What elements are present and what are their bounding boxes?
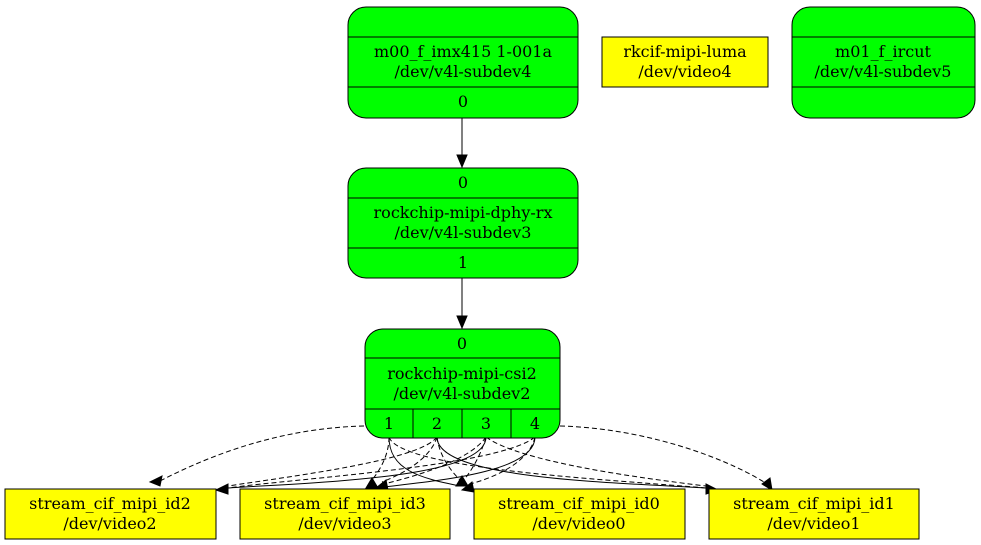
node-ircut-device: /dev/v4l-subdev5 [815, 62, 952, 81]
node-mipi-luma-name: rkcif-mipi-luma [623, 42, 747, 61]
node-stream-id0[interactable]: stream_cif_mipi_id0 /dev/video0 [473, 488, 686, 540]
edge-pad4-to-id0 [469, 436, 536, 485]
arrowhead-icon [456, 154, 468, 169]
node-csi2-device: /dev/v4l-subdev2 [394, 384, 531, 403]
node-imx415[interactable]: m00_f_imx415 1-001a /dev/v4l-subdev4 0 [347, 6, 579, 119]
edge-pad1-to-id0 [388, 436, 461, 487]
edge-pad1-to-id2 [157, 425, 365, 483]
node-dphy-rx-pad-in[interactable]: 0 [458, 173, 468, 192]
edge-pad3-to-id3 [383, 436, 487, 485]
edge-pad2-to-id1 [436, 436, 707, 489]
node-dphy-rx-name: rockchip-mipi-dphy-rx [374, 203, 553, 222]
node-stream-id2-name: stream_cif_mipi_id2 [29, 494, 191, 513]
node-stream-id2[interactable]: stream_cif_mipi_id2 /dev/video2 [4, 488, 217, 540]
edge-pad2-to-id2 [227, 436, 438, 487]
edge-pad2-to-id3 [381, 436, 438, 483]
node-stream-id3[interactable]: stream_cif_mipi_id3 /dev/video3 [239, 488, 451, 540]
edge-pad3-to-id2 [227, 436, 487, 489]
node-dphy-rx[interactable]: 0 rockchip-mipi-dphy-rx /dev/v4l-subdev3… [347, 167, 579, 279]
arrowhead-icon [148, 475, 163, 487]
arrowhead-icon [761, 477, 773, 491]
edge-pad4-to-id1 [559, 425, 765, 483]
node-stream-id3-name: stream_cif_mipi_id3 [264, 494, 426, 513]
arrowhead-icon [456, 315, 468, 330]
node-stream-id1-name: stream_cif_mipi_id1 [733, 494, 895, 513]
node-mipi-luma[interactable]: rkcif-mipi-luma /dev/video4 [601, 36, 769, 88]
edge-pad1-to-id3 [371, 436, 390, 481]
edge-pad1-to-id1 [388, 436, 707, 489]
node-stream-id1[interactable]: stream_cif_mipi_id1 /dev/video1 [708, 488, 920, 540]
node-dphy-rx-pad-out[interactable]: 1 [458, 253, 468, 272]
node-imx415-name: m00_f_imx415 1-001a [374, 42, 553, 61]
node-stream-id0-name: stream_cif_mipi_id0 [498, 494, 660, 513]
node-stream-id2-device: /dev/video2 [63, 514, 156, 533]
edge-pad3-to-id1 [485, 436, 707, 487]
node-dphy-rx-device: /dev/v4l-subdev3 [395, 223, 532, 242]
edge-pad4-to-id2 [227, 436, 536, 489]
edges [148, 118, 773, 495]
arrowhead-icon [365, 477, 379, 489]
node-imx415-pad-out[interactable]: 0 [458, 92, 468, 111]
node-csi2[interactable]: 0 rockchip-mipi-csi2 /dev/v4l-subdev2 1 … [364, 328, 561, 439]
edge-pad4-to-id3 [375, 436, 536, 489]
node-mipi-luma-device: /dev/video4 [638, 62, 731, 81]
arrowhead-icon [455, 475, 469, 487]
node-stream-id3-device: /dev/video3 [298, 514, 391, 533]
arrowhead-icon [460, 481, 475, 493]
node-stream-id1-device: /dev/video1 [767, 514, 860, 533]
arrowhead-icon [214, 483, 229, 495]
node-csi2-pad-in[interactable]: 0 [457, 334, 467, 353]
node-csi2-pad-3[interactable]: 3 [481, 414, 491, 433]
node-stream-id0-device: /dev/video0 [532, 514, 625, 533]
edge-pad3-to-id0 [463, 436, 487, 481]
node-ircut-name: m01_f_ircut [835, 42, 931, 61]
node-csi2-pad-4[interactable]: 4 [530, 414, 540, 433]
node-ircut[interactable]: m01_f_ircut /dev/v4l-subdev5 [791, 6, 976, 119]
node-imx415-device: /dev/v4l-subdev4 [395, 62, 532, 81]
node-csi2-pad-2[interactable]: 2 [432, 414, 442, 433]
node-csi2-pad-1[interactable]: 1 [384, 414, 394, 433]
node-csi2-name: rockchip-mipi-csi2 [387, 364, 537, 383]
